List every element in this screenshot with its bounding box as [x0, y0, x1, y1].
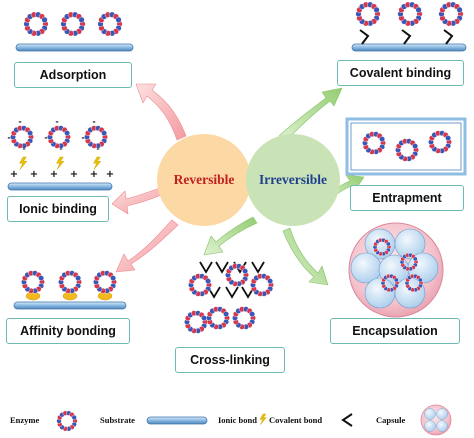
affinity-ligand — [62, 291, 78, 301]
legend-capsule-cell — [436, 408, 448, 420]
support-charge-text: + — [10, 169, 18, 180]
ionic-enzyme — [10, 125, 34, 149]
encapsulation-label: Encapsulation — [330, 318, 460, 344]
support-charge-text: + — [106, 169, 114, 180]
support-charge-text: + — [50, 169, 58, 180]
affinity-enzyme — [58, 270, 82, 294]
legend-capsule-cell — [436, 420, 448, 432]
legend-covalent-bond-icon — [341, 413, 353, 427]
affinity-enzyme — [93, 270, 117, 294]
enzyme-charge-text: - — [55, 117, 58, 126]
adsorption-label: Adsorption — [14, 62, 132, 88]
legend-covalent-bond-text: Covalent bond — [269, 415, 323, 425]
capsule-cell — [364, 277, 396, 309]
legend-enzyme-text: Enzyme — [10, 415, 40, 425]
support-charge-text: + — [70, 169, 78, 180]
capsule-enzyme — [399, 252, 419, 272]
support-charge-text: + — [90, 169, 98, 180]
entrapment-enzyme — [362, 131, 386, 155]
ionic-enzyme — [47, 125, 71, 149]
irreversible-hub: Irreversible — [246, 134, 340, 226]
legend-capsule-cell — [424, 420, 436, 432]
enzyme-charge-text: - — [44, 133, 47, 142]
irreversible-label: Irreversible — [259, 172, 327, 187]
ionic-enzyme — [84, 125, 108, 149]
entrapment-label: Entrapment — [350, 185, 464, 211]
ionic-bond-bolt-icon — [19, 156, 28, 170]
affinity-enzyme — [21, 270, 45, 294]
cross-linked-enzyme — [206, 306, 230, 330]
covalent-bond-icon — [359, 29, 370, 45]
enzyme-charge-text: - — [92, 117, 95, 126]
covalent-bond-icon — [443, 29, 454, 45]
arrow-to-adsorption — [135, 83, 187, 141]
capsule-enzyme — [404, 273, 424, 293]
capsule-enzyme — [380, 273, 400, 293]
legend-substrate-icon — [146, 416, 208, 425]
cross-linked-enzyme — [188, 273, 212, 297]
reversible-label: Reversible — [173, 172, 235, 187]
arrow-to-cross-linking — [203, 216, 258, 256]
ionic-bond-bolt-icon — [56, 156, 65, 170]
capsule-enzyme — [372, 237, 392, 257]
covalent-bond-icon — [401, 29, 412, 45]
entrapment-enzyme — [395, 138, 419, 162]
entrapment-enzyme — [428, 130, 452, 154]
cross-link-bond-icon — [251, 261, 265, 274]
arrows-layer — [111, 83, 365, 286]
covalent-enzyme — [397, 1, 423, 27]
legend-enzyme-icon — [56, 410, 78, 432]
reversible-hub: Reversible — [157, 134, 251, 226]
cross-linked-enzyme — [232, 306, 256, 330]
arrow-to-encapsulation — [282, 227, 329, 286]
adsorption-enzyme — [23, 11, 49, 37]
ionic-binding-label: Ionic binding — [7, 196, 109, 222]
adsorption-support-bar — [15, 43, 134, 52]
ionic-support-bar — [7, 182, 113, 191]
legend-capsule-icon — [420, 404, 452, 436]
arrow-to-covalent-binding — [278, 87, 343, 142]
covalent-support-bar — [351, 43, 467, 52]
entrapment-frame-inner — [350, 122, 462, 171]
cross-link-bond-icon — [215, 261, 229, 274]
covalent-enzyme — [355, 1, 381, 27]
capsule-cell — [394, 228, 426, 260]
adsorption-enzyme — [97, 11, 123, 37]
affinity-bonding-label: Affinity bonding — [6, 318, 130, 344]
enzymes-layer — [10, 1, 464, 432]
arrow-to-affinity-bonding — [115, 219, 179, 273]
arrow-to-ionic-binding — [111, 187, 165, 215]
ionic-bond-bolt-icon — [93, 156, 102, 170]
extras-layer: ---------++++++ — [7, 29, 454, 427]
enzyme-charge-text: - — [81, 133, 84, 142]
adsorption-enzyme — [60, 11, 86, 37]
cross-linked-enzyme — [225, 263, 249, 287]
affinity-ligand — [97, 291, 113, 301]
legend-substrate-text: Substrate — [100, 415, 135, 425]
support-charge-text: + — [30, 169, 38, 180]
enzyme-charge-text: - — [18, 117, 21, 126]
cross-link-bond-icon — [225, 286, 239, 299]
cross-linked-enzyme — [250, 273, 274, 297]
affinity-support-bar — [13, 301, 127, 310]
cross-link-bond-icon — [199, 261, 213, 274]
legend-ionic-bond-icon — [259, 413, 267, 425]
affinity-ligand — [25, 291, 41, 301]
legend-capsule-text: Capsule — [376, 415, 406, 425]
covalent-binding-label: Covalent binding — [337, 60, 464, 86]
covalent-enzyme — [438, 1, 464, 27]
legend-ionic-bond-text: Ionic bond — [218, 415, 257, 425]
supports-layer — [7, 43, 467, 436]
cross-linked-enzyme — [184, 310, 208, 334]
enzyme-charge-text: - — [7, 133, 10, 142]
cross-linking-label: Cross-linking — [175, 347, 285, 373]
legend-capsule-cell — [424, 408, 436, 420]
